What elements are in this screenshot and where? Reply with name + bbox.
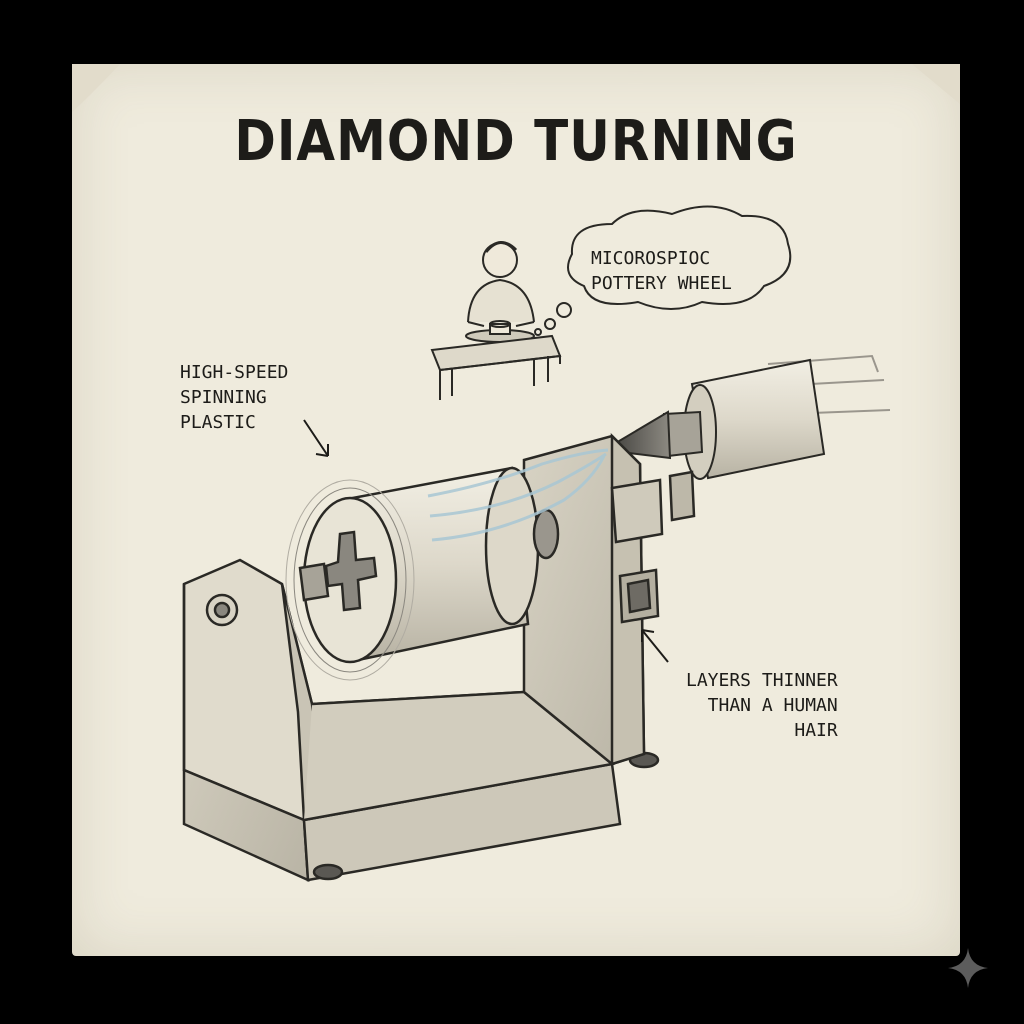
thought-bubble — [534, 205, 792, 336]
paper-corner-crease — [72, 64, 120, 112]
lathe-base — [182, 558, 660, 882]
arrow-layers — [641, 629, 669, 663]
page-title: DIAMOND TURNING — [234, 108, 798, 174]
label-spinning-plastic: HIGH-SPEED SPINNING PLASTIC — [180, 362, 289, 433]
cutting-swoosh — [427, 448, 609, 542]
spinning-cylinder — [285, 466, 560, 681]
arrow-spinning — [303, 419, 329, 457]
tool-spindle — [662, 354, 891, 480]
label-layers-thinner: LAYERS THINNER THAN A HUMAN HAIR — [686, 670, 838, 741]
potter-figure — [430, 241, 562, 400]
sparkle-icon — [948, 948, 988, 988]
label-pottery-wheel: MICOROSPIOC POTTERY WHEEL — [591, 248, 732, 294]
paper-sheet: DIAMOND TURNING HIGH-SPEED SPINNING PLAS… — [72, 64, 960, 956]
paper-corner-crease — [912, 64, 960, 104]
diamond-turning-illustration — [72, 64, 960, 882]
